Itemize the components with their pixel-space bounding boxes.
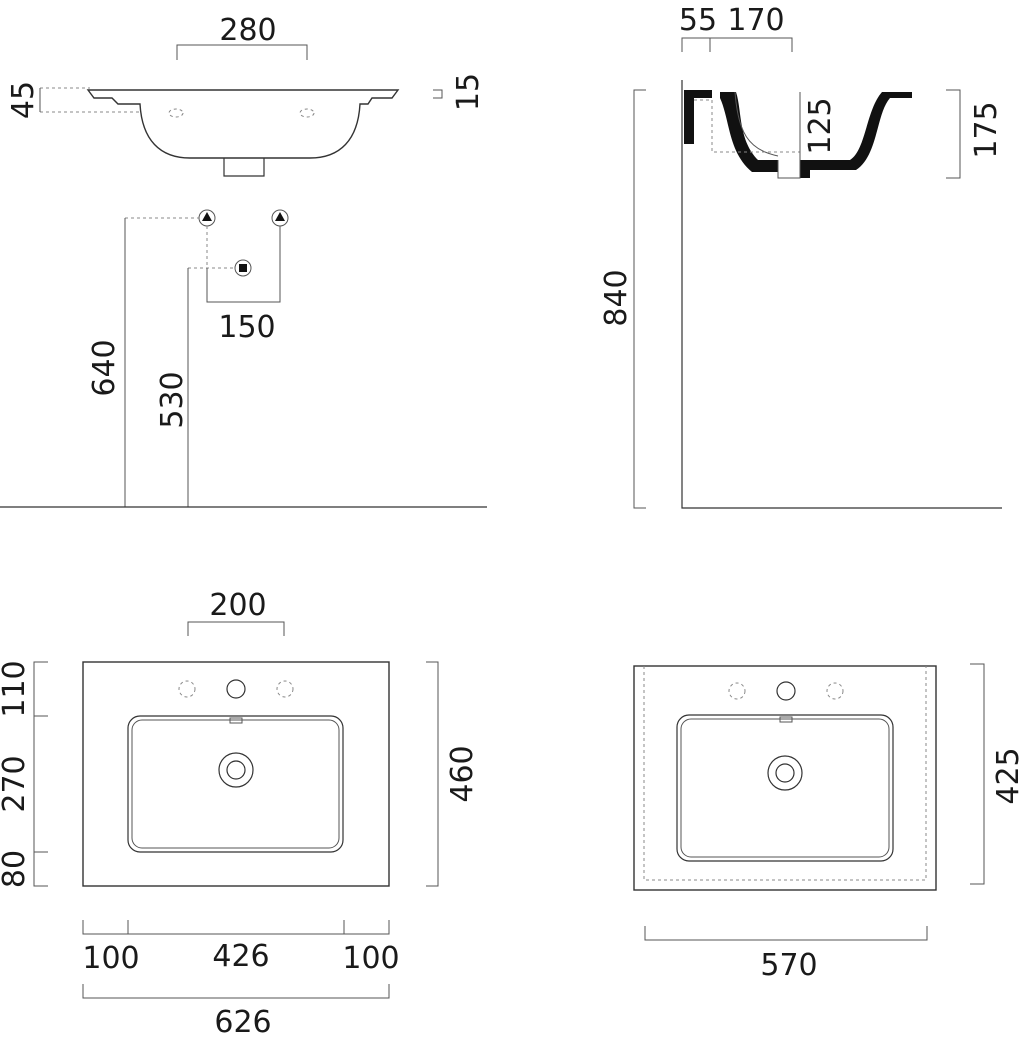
dim-150-label: 150 (218, 310, 275, 345)
plan-tap-hole-right (276, 680, 294, 698)
dim-bracket-626 (82, 984, 390, 999)
cabinet-drain-outer (767, 755, 803, 791)
plan-countertop (82, 661, 390, 887)
dim-426-label: 426 (212, 939, 269, 974)
dim-guide-45 (40, 87, 140, 113)
dim-45-label: 45 (6, 81, 41, 119)
dim-bracket-840 (633, 89, 646, 509)
dim-200-label: 200 (209, 588, 266, 623)
dim-55-label: 55 (679, 3, 717, 38)
cabinet-top (633, 665, 937, 891)
cabinet-tap-hole-left (728, 682, 746, 700)
section-drain (777, 160, 801, 179)
dim-bracket-460 (426, 661, 439, 887)
dim-80-label: 80 (0, 850, 32, 888)
section-bowl-front (800, 92, 912, 178)
dim-bracket-55 (681, 37, 711, 52)
tap-point-left-icon (202, 212, 212, 221)
dim-530-label: 530 (155, 371, 190, 428)
section-hidden-lines (694, 99, 800, 153)
tap-hole-right (299, 108, 315, 118)
basin-drain-outlet (223, 158, 265, 177)
cabinet-overflow (779, 716, 793, 723)
plan-tap-hole-center (226, 679, 246, 699)
cabinet-plan-view: 425 570 (633, 663, 1024, 983)
cabinet-bowl-inner (680, 718, 890, 858)
height-lines (124, 218, 189, 507)
dim-100-right-label: 100 (342, 941, 399, 976)
plan-tap-hole-left (178, 680, 196, 698)
dim-175-label: 175 (969, 101, 1004, 158)
dim-280-label: 280 (219, 13, 276, 48)
plan-drain-inner (226, 760, 246, 780)
dim-570-label: 570 (760, 948, 817, 983)
dim-110-label: 110 (0, 660, 32, 717)
drain-point-icon (239, 264, 247, 272)
tap-hole-left (168, 108, 184, 118)
dim-125-label: 125 (803, 97, 838, 154)
dim-bracket-15 (433, 89, 443, 99)
dim-100-left-label: 100 (82, 941, 139, 976)
dim-170-label: 170 (727, 3, 784, 38)
front-elevation-view: 280 45 15 150 640 530 (0, 13, 487, 508)
height-guides (125, 217, 235, 269)
cabinet-drain-inner (775, 763, 795, 783)
wall-and-floor (681, 80, 1002, 509)
dim-bracket-175 (946, 89, 961, 179)
cabinet-hidden-outline (643, 666, 927, 881)
dim-bracket-170 (710, 37, 793, 52)
plan-drain-outer (218, 752, 254, 788)
dim-425-label: 425 (991, 747, 1024, 804)
dim-bracket-570 (644, 926, 928, 941)
dim-460-label: 460 (445, 745, 480, 802)
dim-bracket-280 (176, 44, 308, 60)
dim-bracket-left-stack (33, 661, 48, 887)
tap-point-right-icon (275, 212, 285, 221)
cabinet-tap-hole-right (826, 682, 844, 700)
dim-bracket-bottom-stack (82, 920, 390, 935)
dim-270-label: 270 (0, 755, 32, 812)
basin-elevation (86, 89, 400, 159)
section-bowl-wall (720, 92, 778, 172)
dim-840-label: 840 (599, 269, 634, 326)
dim-bracket-150 (206, 226, 281, 303)
cabinet-tap-hole-center (776, 681, 796, 701)
section-inner-line (734, 91, 779, 157)
plan-bowl-inner (131, 719, 340, 849)
dim-bracket-200 (187, 621, 285, 636)
dim-626-label: 626 (214, 1005, 271, 1040)
drain-point (234, 259, 252, 277)
dim-640-label: 640 (87, 339, 122, 396)
plan-overflow (229, 717, 243, 724)
section-rim-back (684, 90, 712, 144)
dim-bracket-425 (970, 663, 985, 885)
cabinet-bowl-outer (676, 714, 894, 862)
dim-15-label: 15 (451, 73, 486, 111)
plan-bowl-outer (127, 715, 344, 853)
section-view: 55 170 125 175 840 (599, 3, 1004, 509)
plan-view: 200 110 270 80 460 100 426 100 626 (0, 588, 480, 1040)
